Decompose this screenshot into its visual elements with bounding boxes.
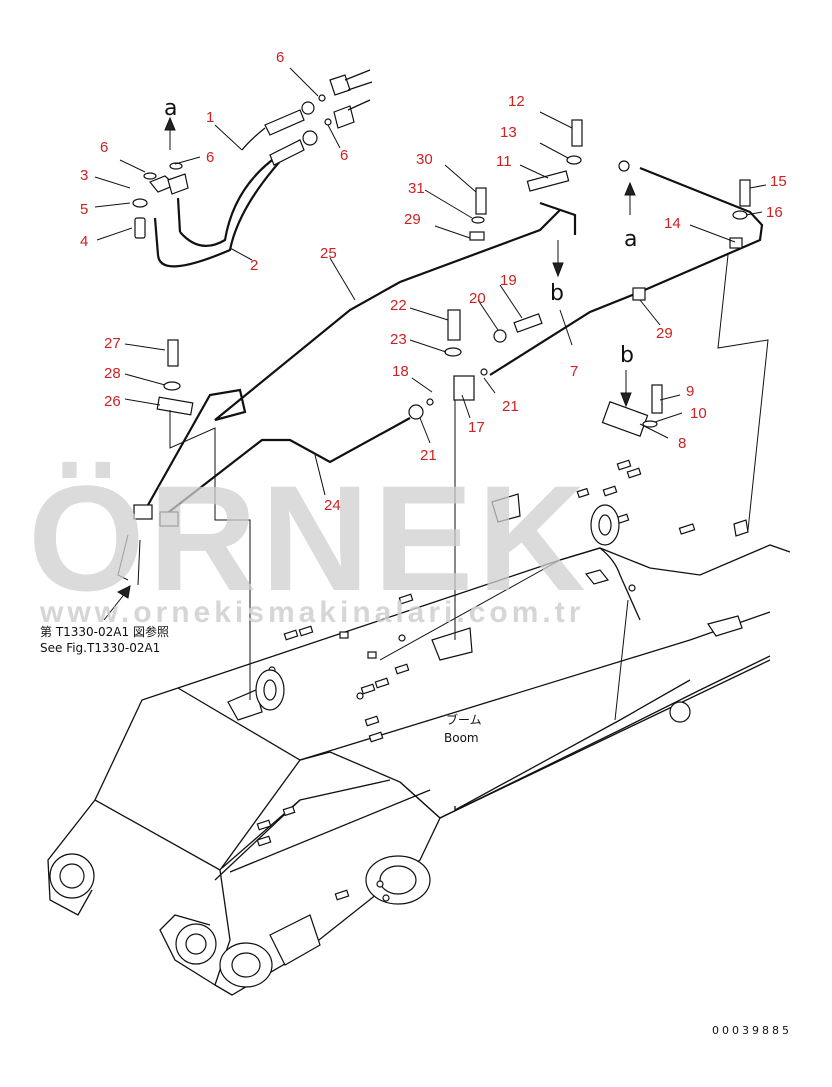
- hose-2: [153, 139, 301, 268]
- callout-12: 12: [508, 93, 525, 110]
- callout-24: 24: [324, 497, 341, 514]
- marker-b-right: b: [620, 343, 634, 368]
- callout-14: 14: [664, 215, 681, 232]
- marker-b-mid: b: [550, 281, 564, 306]
- callout-7: 7: [570, 363, 578, 380]
- callout-8: 8: [678, 435, 686, 452]
- callout-22: 22: [390, 297, 407, 314]
- drawing-number: 00039885: [712, 1024, 792, 1037]
- tube-7: [489, 166, 764, 376]
- callout-6-top: 6: [276, 49, 284, 66]
- watermark-brand: ÖRNEK: [28, 454, 590, 622]
- callouts: 1 2 3 4 5 6 6 6 6 7 8 9 10 11 12 13 14 1…: [80, 49, 787, 514]
- boom-body: [47, 459, 791, 996]
- callout-16: 16: [766, 204, 783, 221]
- marker-a-right: a: [624, 227, 637, 252]
- callout-13: 13: [500, 124, 517, 141]
- fittings: [132, 69, 751, 527]
- callout-27: 27: [104, 335, 121, 352]
- notes: 第 T1330-02A1 図参照 See Fig.T1330-02A1 ブーム …: [40, 624, 792, 1037]
- callout-15: 15: [770, 173, 787, 190]
- callout-20: 20: [469, 290, 486, 307]
- callout-1: 1: [206, 109, 214, 126]
- hose-1: [241, 127, 266, 151]
- watermark: ÖRNEK www.ornekismakinalari.com.tr: [28, 454, 590, 629]
- callout-30: 30: [416, 151, 433, 168]
- callout-25: 25: [320, 245, 337, 262]
- callout-17: 17: [468, 419, 485, 436]
- see-fig-jp: 第 T1330-02A1 図参照: [40, 624, 169, 639]
- callout-6-mid: 6: [206, 149, 214, 166]
- callout-28: 28: [104, 365, 121, 382]
- callout-5: 5: [80, 201, 88, 218]
- callout-29-right: 29: [656, 325, 673, 342]
- reference-markers: a a b b: [164, 96, 637, 368]
- watermark-url: www.ornekismakinalari.com.tr: [39, 596, 584, 629]
- tube-25: [147, 209, 561, 506]
- callout-26: 26: [104, 393, 121, 410]
- callout-21-right: 21: [502, 398, 519, 415]
- marker-a-top: a: [164, 96, 177, 121]
- callout-23: 23: [390, 331, 407, 348]
- callout-3: 3: [80, 167, 88, 184]
- leader-lines: [94, 67, 769, 721]
- boom-label-en: Boom: [444, 731, 479, 745]
- callout-29-left: 29: [404, 211, 421, 228]
- callout-10: 10: [690, 405, 707, 422]
- callout-6-left: 6: [100, 139, 108, 156]
- boom-label-jp: ブーム: [446, 712, 482, 727]
- callout-2: 2: [250, 257, 258, 274]
- callout-31: 31: [408, 180, 425, 197]
- tube-24: [164, 417, 411, 516]
- callout-11: 11: [496, 153, 512, 170]
- callout-6-right: 6: [340, 147, 348, 164]
- callout-18: 18: [392, 363, 409, 380]
- callout-4: 4: [80, 233, 88, 250]
- callout-21-left: 21: [420, 447, 437, 464]
- see-fig-en: See Fig.T1330-02A1: [40, 641, 160, 655]
- callout-9: 9: [686, 383, 694, 400]
- callout-19: 19: [500, 272, 517, 289]
